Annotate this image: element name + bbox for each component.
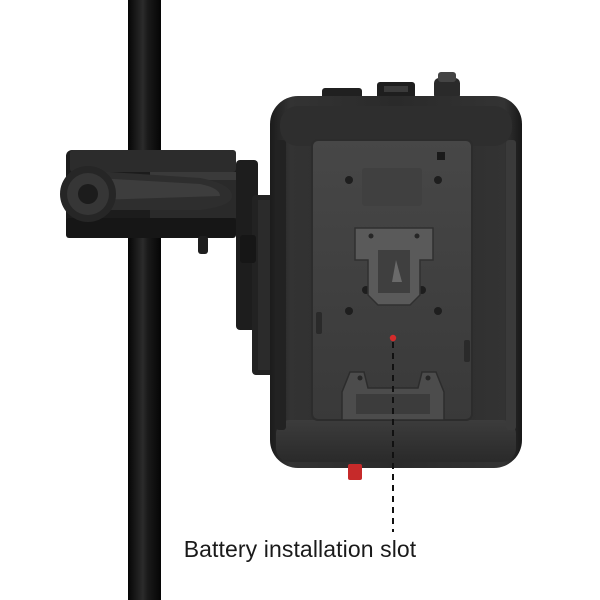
callout-label: Battery installation slot (183, 536, 417, 562)
stand-pole (128, 0, 161, 600)
pole-clamp (60, 150, 236, 254)
indicator-light (389, 334, 397, 342)
